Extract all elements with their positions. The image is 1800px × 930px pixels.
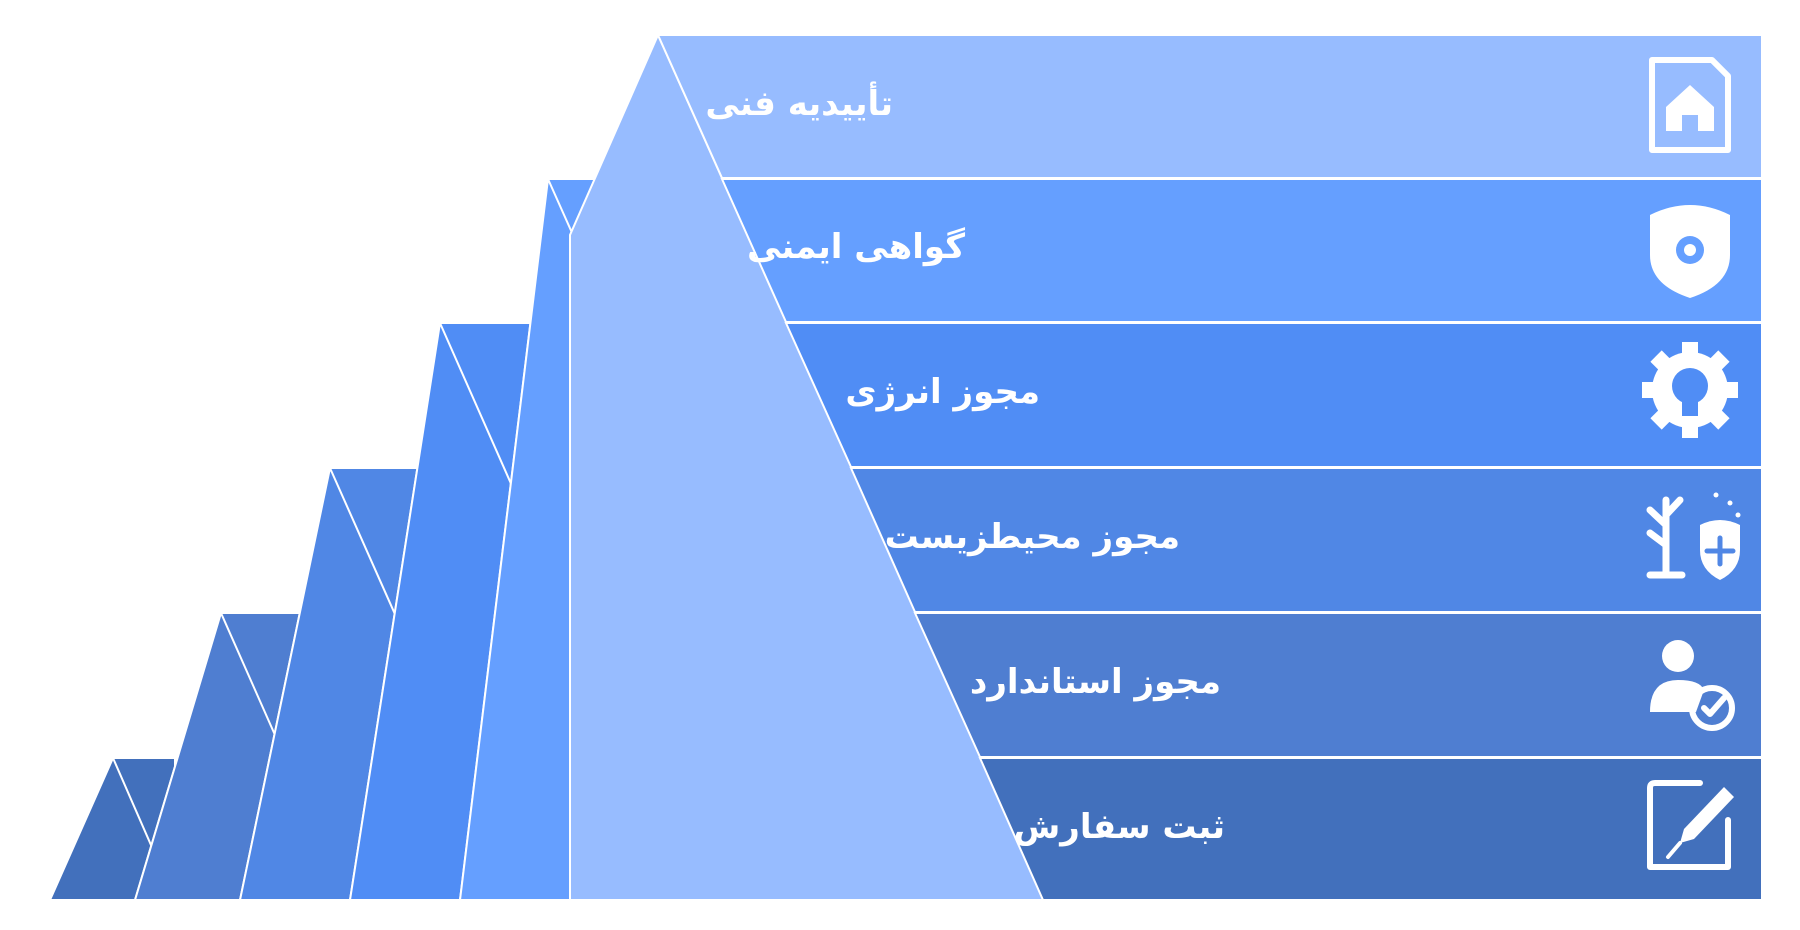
step-label-2: گواهی ایمنی (747, 227, 965, 267)
shield-gear-icon (1650, 205, 1730, 298)
step-labels: تأییدیه فنی گواهی ایمنی مجوز انرژی مجوز … (705, 81, 1225, 847)
step-label-1: تأییدیه فنی (705, 81, 893, 124)
pyramid-faces (48, 32, 1047, 901)
step-icons (1642, 57, 1741, 870)
edit-pen-icon (1647, 780, 1734, 870)
step-bands (656, 34, 1763, 901)
gear-lightbulb-icon (1642, 342, 1738, 438)
tree-shield-plus-icon (1646, 492, 1741, 580)
step-label-5: مجوز استاندارد (970, 662, 1221, 702)
step-label-3: مجوز انرژی (845, 372, 1040, 412)
document-home-icon (1649, 57, 1731, 153)
step-band-6 (978, 757, 1763, 901)
pyramid-face-6-front (48, 755, 177, 901)
step-label-4: مجوز محیطزیست (885, 517, 1180, 557)
person-checkmark-icon (1650, 640, 1735, 731)
step-label-6: ثبت سفارش (1013, 807, 1225, 847)
